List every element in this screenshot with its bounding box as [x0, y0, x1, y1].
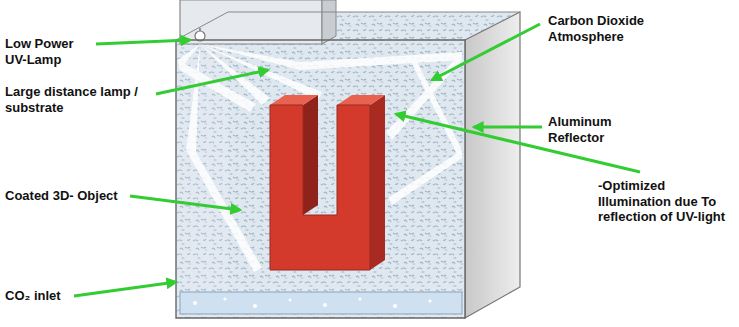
distance-label: Large distance lamp / substrate — [5, 84, 157, 115]
bubble — [253, 304, 257, 308]
leader-arrow — [74, 282, 176, 296]
object-label: Coated 3D- Object — [5, 188, 145, 204]
uv-rays — [178, 44, 462, 272]
chamber-top-edge — [176, 12, 520, 40]
inlet-label: CO₂ inlet — [5, 288, 85, 304]
co2-inlet — [180, 292, 462, 314]
lamp-housing-side — [322, 0, 336, 44]
reflector-label: Aluminum Reflector — [548, 114, 638, 145]
bubble — [289, 299, 292, 302]
object-slot — [303, 95, 318, 215]
bubble — [323, 303, 327, 307]
illumination-label: -Optimized Illumination due To reflectio… — [598, 178, 730, 225]
object-top — [270, 95, 318, 105]
ray — [186, 44, 200, 152]
leader-arrow — [432, 24, 540, 80]
gas-bubbles — [193, 297, 432, 308]
leader-arrow — [130, 196, 240, 210]
leader-arrow — [156, 70, 268, 94]
bubble — [428, 299, 431, 302]
object-top — [337, 95, 385, 105]
leader-arrow — [474, 126, 542, 129]
lamp-socket — [199, 28, 201, 31]
coated-object — [270, 105, 370, 270]
leader-arrow — [396, 114, 640, 172]
ray — [388, 150, 462, 205]
atmosphere-label: Carbon Dioxide Atmosphere — [548, 13, 668, 44]
bubble — [223, 297, 226, 300]
ray — [300, 52, 462, 70]
leader-arrow — [96, 40, 190, 44]
object-side — [370, 95, 385, 270]
lamp-label: Low Power UV-Lamp — [5, 36, 93, 67]
bubble — [393, 304, 397, 308]
leader-arrows — [74, 24, 640, 296]
lamp-housing — [180, 0, 322, 44]
bubble — [193, 301, 197, 305]
ray — [186, 150, 262, 272]
ray — [410, 60, 462, 156]
bubble — [358, 297, 361, 300]
